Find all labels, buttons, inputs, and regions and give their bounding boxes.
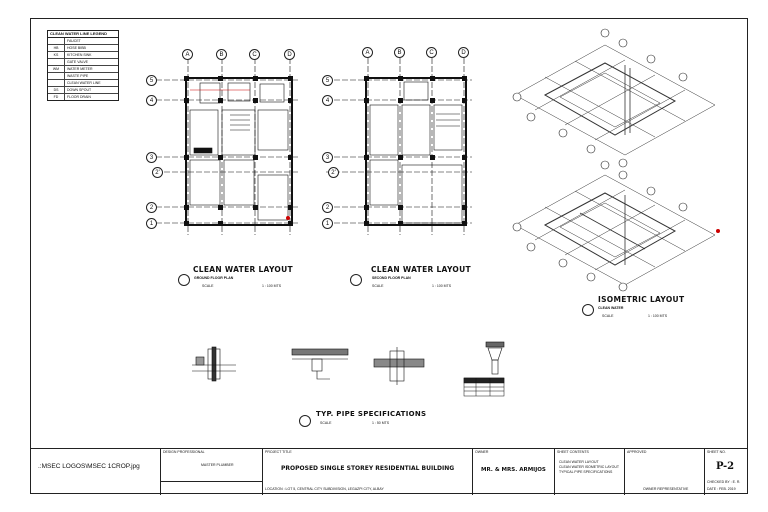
legend-row: WASTE PIPE: [48, 73, 118, 80]
grid-bubble-row: 5: [322, 75, 333, 86]
plan1-subtitle: GROUND FLOOR PLAN: [194, 276, 234, 280]
grid-bubble-row: 4: [146, 95, 157, 106]
pipe-detail-3: [373, 347, 425, 385]
grid-bubble-row: 2: [322, 202, 333, 213]
grid-bubble-row: 5: [146, 75, 157, 86]
details-scale-value: 1 : 50 MTS: [372, 421, 390, 425]
plan1-scale-label: SCALE: [202, 284, 214, 288]
isometric-title: ISOMETRIC LAYOUT: [598, 295, 685, 304]
isometric-scale-value: 1 : 100 MTS: [648, 314, 668, 318]
details-scale-label: SCALE: [320, 421, 332, 425]
drawing-tag: [299, 415, 311, 427]
legend-row: FAUCET: [48, 38, 118, 45]
isometric-subtitle: CLEAN WATER: [598, 306, 624, 310]
grid-bubble-row: 3: [146, 152, 157, 163]
pipe-schedule-table: [463, 377, 505, 397]
details-title: TYP. PIPE SPECIFICATIONS: [316, 410, 427, 418]
plan1-title: CLEAN WATER LAYOUT: [193, 265, 293, 274]
design-professional-cell: DESIGN PROFESSIONAL MASTER PLUMBER: [160, 449, 262, 495]
grid-bubble-col: C: [249, 49, 260, 60]
grid-bubble-col: B: [394, 47, 405, 58]
drawing-tag: [178, 274, 190, 286]
grid-bubble-col: A: [182, 49, 193, 60]
pipe-detail-1: [192, 346, 236, 382]
legend-row: CLEAN WATER LINE: [48, 80, 118, 87]
grid-bubble-col: D: [284, 49, 295, 60]
owner-cell: OWNER MR. & MRS. ARMIJOS: [472, 449, 554, 495]
plan2-scale-value: 1 : 100 MTS: [432, 284, 452, 288]
legend-row: GATE VALVE: [48, 59, 118, 66]
grid-bubble-col: D: [458, 47, 469, 58]
grid-bubble-row: 3: [322, 152, 333, 163]
project-title-cell: PROJECT TITLE PROPOSED SINGLE STOREY RES…: [262, 449, 472, 495]
pipe-detail-2: [291, 348, 349, 380]
plan2-scale-label: SCALE: [372, 284, 384, 288]
grid-bubble-col: A: [362, 47, 373, 58]
floor-drain-detail: [485, 341, 505, 375]
sheet-contents-cell: SHEET CONTENTS CLEAN WATER LAYOUT CLEAN …: [554, 449, 624, 495]
grid-bubble-row: 4: [322, 95, 333, 106]
plan2-title: CLEAN WATER LAYOUT: [371, 265, 471, 274]
drawing-tag: [350, 274, 362, 286]
drawing-tag: [582, 304, 594, 316]
logo-placeholder: .:MSEC LOGOS\MSEC 1CROP.jpg: [38, 463, 140, 470]
isometric-scale-label: SCALE: [602, 314, 614, 318]
approved-cell: APPROVED OWNER REPRESENTATIVE: [624, 449, 704, 495]
grid-bubble-col: C: [426, 47, 437, 58]
isometric-drawing: [512, 28, 720, 292]
ground-floor-plan-drawing: [156, 58, 300, 235]
grid-bubble-row: 2: [146, 202, 157, 213]
grid-bubble-col: B: [216, 49, 227, 60]
sheet-number: P-2: [716, 461, 735, 472]
legend-title: CLEAN WATER LINE LEGEND: [48, 31, 118, 38]
plan2-subtitle: SECOND FLOOR PLAN: [372, 276, 411, 280]
grid-bubble-row: 1: [322, 218, 333, 229]
plan1-scale-value: 1 : 100 MTS: [262, 284, 282, 288]
grid-bubble-row: 1: [146, 218, 157, 229]
grid-bubble-row: 2': [328, 167, 339, 178]
sheet-number-cell: SHEET NO. P-2 CHECKED BY : E. R. DATE : …: [704, 449, 748, 495]
title-block: .:MSEC LOGOS\MSEC 1CROP.jpg DESIGN PROFE…: [30, 448, 748, 495]
drawing-sheet-border: [30, 18, 748, 494]
second-floor-plan-drawing: [326, 58, 472, 235]
grid-bubble-row: 2': [152, 167, 163, 178]
